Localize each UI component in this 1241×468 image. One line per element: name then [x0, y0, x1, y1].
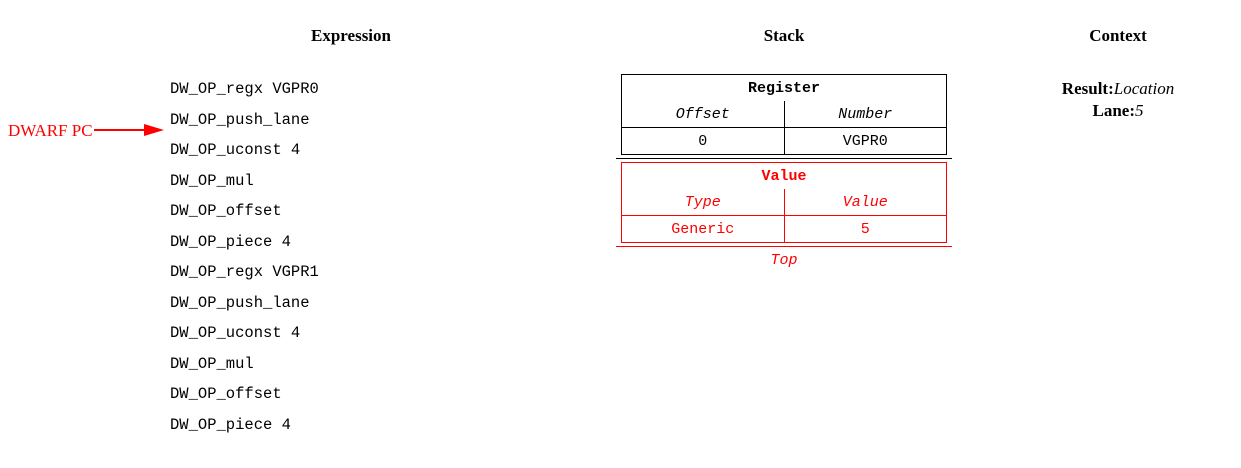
stack-entry-value: VGPR0: [784, 127, 947, 155]
expression-line: DW_OP_regx VGPR1: [170, 263, 319, 282]
expression-line: DW_OP_mul: [170, 171, 254, 190]
column-heading-context: Context: [1089, 26, 1147, 45]
context-key: Result:: [1061, 79, 1114, 98]
column-heading-expression: Expression: [311, 26, 391, 45]
stack-entry-column-header-row: Offset Number: [621, 101, 947, 128]
context-row: Lane:5: [1018, 100, 1218, 122]
expression-line: DW_OP_offset: [170, 385, 282, 404]
dwarf-pc-pointer: DWARF PC: [8, 118, 166, 142]
column-heading-stack: Stack: [763, 26, 805, 45]
stack-entry-separator: [616, 158, 952, 159]
context-list: Result:Location Lane:5: [1018, 78, 1218, 122]
stack-area: Register Offset Number 0 VGPR0 Value Typ…: [616, 74, 952, 272]
context-value: 5: [1135, 101, 1144, 120]
expression-line: DW_OP_push_lane: [170, 293, 310, 312]
stack-entry-title-row: Value: [622, 163, 947, 190]
stack-entry-value-row: Generic 5: [621, 215, 947, 243]
expression-list: DW_OP_regx VGPR0 DW_OP_push_lane DW_OP_u…: [170, 74, 590, 441]
arrow-right-icon: [93, 124, 164, 136]
dwarf-pc-label: DWARF PC: [8, 120, 93, 140]
stack-entry-value-row: 0 VGPR0: [621, 127, 947, 155]
stack-entry-column-header: Type: [621, 189, 785, 216]
expression-line: DW_OP_offset: [170, 202, 282, 221]
stack-entry-column-header: Value: [842, 193, 888, 211]
stack-entry-column-header-row: Type Value: [621, 189, 947, 216]
context-key: Lane:: [1092, 101, 1136, 120]
stack-entry-value: Generic: [621, 215, 785, 243]
context-row: Result:Location: [1018, 78, 1218, 100]
expression-line: DW_OP_piece 4: [170, 416, 291, 435]
expression-line: DW_OP_uconst 4: [170, 141, 301, 160]
stack-entry-value: Value Type Value Generic 5: [621, 162, 947, 243]
stack-top-separator: [616, 246, 952, 247]
stack-entry-value: 5: [784, 215, 947, 243]
expression-line: DW_OP_uconst 4: [170, 324, 301, 343]
stack-entry-column-header: Offset: [621, 101, 785, 128]
context-value: Location: [1113, 79, 1175, 98]
stack-entry-column-header: Number: [838, 105, 893, 123]
stack-top-label: Top: [770, 252, 798, 269]
stack-entry-value: 0: [621, 127, 785, 155]
stack-entry-title: Value: [761, 167, 807, 185]
stack-entry-title-row: Register: [622, 75, 947, 102]
expression-line: DW_OP_regx VGPR0: [170, 80, 319, 98]
expression-line: DW_OP_piece 4: [170, 232, 291, 251]
expression-line: DW_OP_mul: [170, 354, 254, 373]
stack-entry-title: Register: [747, 79, 820, 97]
expression-line: DW_OP_push_lane: [170, 110, 310, 129]
stack-entry-register: Register Offset Number 0 VGPR0: [621, 74, 947, 155]
